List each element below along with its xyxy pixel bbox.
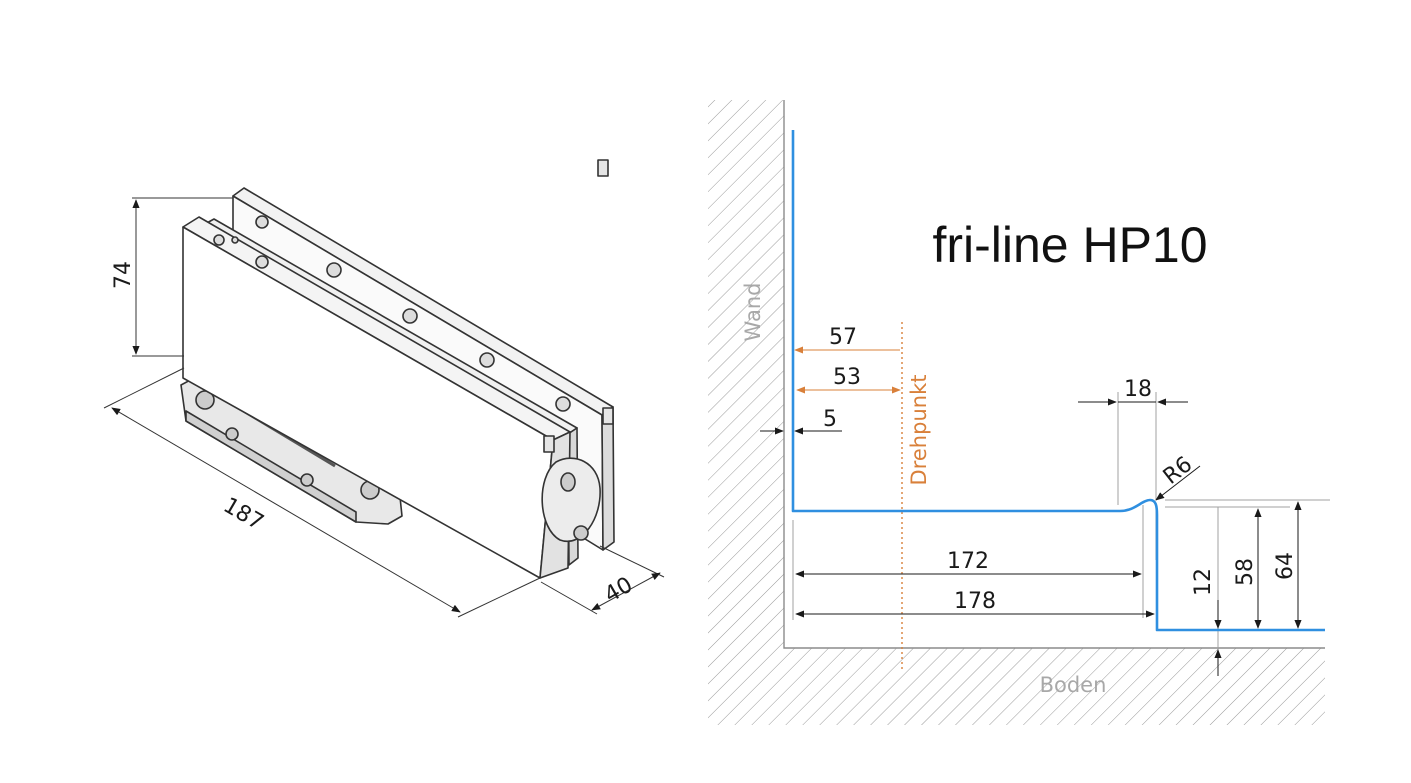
dimension-178: 178	[795, 589, 1155, 618]
dim-178: 178	[954, 589, 996, 614]
dimension-57: 57	[794, 325, 900, 354]
dim-r6: R6	[1159, 452, 1197, 490]
dim-53: 53	[833, 365, 861, 390]
radius-leader	[1155, 465, 1201, 501]
dimension-58: 58	[1233, 508, 1262, 629]
extension-lines	[792, 392, 1330, 660]
pivot-label: Drehpunkt	[907, 375, 931, 486]
dim-18: 18	[1124, 377, 1152, 402]
dim-74: 74	[111, 261, 136, 289]
wall-floor-edge	[783, 100, 1325, 649]
dimension-53: 53	[796, 365, 901, 394]
dimension-172: 172	[795, 549, 1142, 578]
dim-5: 5	[823, 407, 837, 432]
iso-dimension-depth	[540, 545, 665, 615]
dim-172: 172	[947, 549, 989, 574]
profile-outline	[791, 130, 1325, 632]
iso-dimension-height	[132, 197, 233, 357]
dimension-64: 64	[1273, 501, 1302, 629]
floor-label: Boden	[1040, 673, 1107, 697]
dim-187: 187	[219, 493, 268, 536]
pivot-mechanism	[541, 457, 601, 543]
wall-label: Wand	[741, 283, 765, 342]
dim-64: 64	[1273, 552, 1298, 580]
dim-57: 57	[829, 325, 857, 350]
product-title: fri-line HP10	[932, 217, 1207, 273]
dim-58: 58	[1233, 558, 1258, 586]
dim-12: 12	[1191, 568, 1216, 596]
iso-dimension-length	[103, 367, 541, 618]
wall-floor-hatch	[708, 100, 1325, 725]
